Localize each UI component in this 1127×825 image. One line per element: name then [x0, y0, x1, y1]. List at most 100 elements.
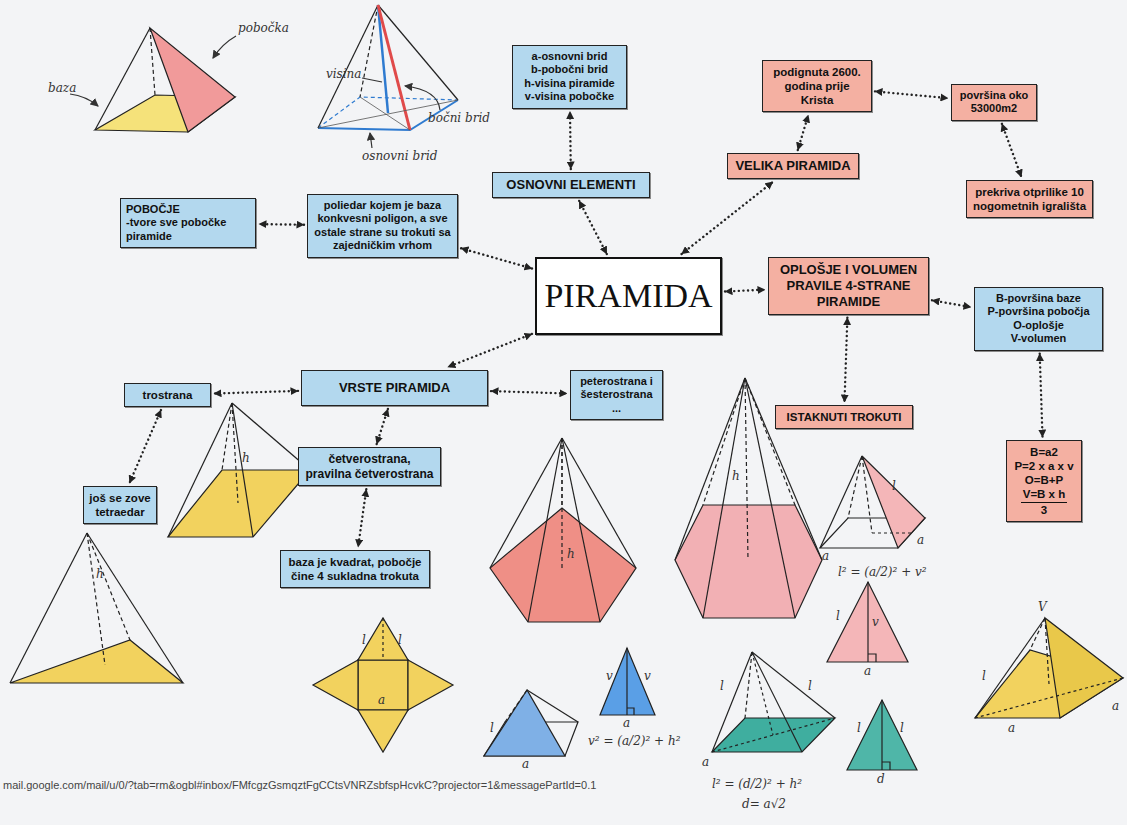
drawing-stroke [1045, 618, 1049, 684]
diagonal-section-triangle [847, 700, 917, 770]
topic-box: VRSTE PIRAMIDA [301, 370, 488, 406]
drawing-stroke [95, 28, 150, 130]
drawing-stroke [528, 438, 562, 622]
annotation-label: l [490, 722, 494, 735]
drawing-stroke [752, 652, 802, 752]
pentagonal-pyramid-sketch [490, 438, 636, 622]
drawing-stroke [1045, 618, 1123, 718]
drawing-stroke [382, 618, 383, 660]
box-text: površina oko 53000m2 [957, 89, 1031, 116]
square-pyramid-sketch [168, 403, 310, 537]
topic-box: OPLOŠJE I VOLUMEN PRAVILE 4-STRANE PIRAM… [768, 257, 929, 315]
annotation-label: l [720, 680, 724, 693]
annotation-label: l [857, 722, 861, 735]
box-text: PIRAMIDA [544, 275, 712, 316]
drawing-stroke [600, 648, 655, 715]
annotation-label: a [1008, 722, 1015, 735]
box-text: prekriva otprilike 10 nogometnih igrališ… [972, 185, 1087, 213]
topic-box: VELIKA PIRAMIDA [727, 153, 859, 179]
drawing-stroke [975, 678, 1123, 718]
annotation-label: v [872, 616, 879, 629]
drawing-stroke [490, 508, 636, 622]
drawing-stroke [745, 652, 752, 718]
box-text: b-pobočni brid [518, 63, 621, 76]
dotted-connector [1040, 354, 1043, 437]
box-text: O-oplošje [980, 319, 1097, 332]
box-text: baza je kvadrat, pobočje čine 4 sukladna… [286, 555, 424, 583]
drawing-stroke [168, 403, 232, 537]
drawing-stroke [358, 710, 408, 752]
topic-box: podignuta 2600. godina prije Krista [762, 60, 872, 112]
yellow-pyramid-sketch [975, 618, 1123, 718]
topic-box: a-osnovni bridb-pobočni bridh-visina pir… [512, 45, 627, 109]
annotation-label: d= a√2 [742, 798, 786, 811]
annotation-label: d [877, 773, 885, 786]
topic-box: OSNOVNI ELEMENTI [492, 172, 650, 198]
central-topic-box: PIRAMIDA [535, 257, 722, 335]
annotation-label: h [732, 470, 740, 483]
box-text: trostrana [130, 388, 205, 402]
dotted-connector [214, 391, 298, 394]
dotted-connector [358, 489, 366, 547]
annotation-label: a [702, 756, 709, 769]
drawing-stroke [213, 36, 236, 58]
drawing-stroke [848, 456, 862, 518]
dotted-connector [461, 248, 532, 268]
annotation-label: a [917, 534, 924, 547]
drawing-stroke [882, 762, 890, 770]
annotation-label: a [378, 694, 385, 707]
annotation-label: l [892, 480, 896, 493]
annotation-label: v [644, 670, 651, 683]
dotted-connector [569, 112, 572, 169]
topic-box: B-površina bazeP-površina pobočjaO-oploš… [974, 287, 1103, 351]
box-text: još se zove tetraedar [89, 491, 151, 519]
drawing-stroke [562, 438, 600, 622]
drawing-stroke [745, 378, 795, 505]
annotation-label: l² = (a/2)² + v² [838, 566, 927, 579]
annotation-label: h [96, 568, 104, 581]
drawing-stroke [150, 28, 235, 132]
dotted-connector [798, 115, 809, 150]
box-text: VRSTE PIRAMIDA [308, 380, 481, 396]
drawing-stroke [675, 378, 745, 560]
annotation-label: pobočka [238, 22, 289, 35]
dotted-connector [130, 410, 162, 483]
dotted-connector [1002, 124, 1022, 177]
topic-box: POBOČJE-tvore sve pobočke piramide [120, 198, 256, 248]
dotted-connector [932, 300, 971, 307]
dotted-connector [725, 290, 765, 292]
drawing-stroke [358, 618, 408, 660]
drawing-stroke [745, 378, 748, 560]
drawing-stroke [232, 403, 238, 503]
drawing-stroke [752, 652, 835, 718]
drawing-stroke [87, 533, 105, 665]
drawing-stroke [360, 97, 410, 130]
annotation-label: a [522, 758, 529, 771]
drawing-stroke [712, 718, 835, 752]
box-text: O=B+P [1012, 473, 1076, 487]
topic-box: trostrana [124, 383, 211, 407]
topic-box: prekriva otprilike 10 nogometnih igrališ… [966, 180, 1093, 218]
blue-triangle-sketch [600, 648, 655, 715]
box-text: B-površina baze [980, 292, 1097, 305]
box-text: peterostrana i šesterostrana ... [576, 375, 657, 415]
topic-box: ISTAKNUTI TROKUTI [775, 405, 913, 429]
drawing-stroke [1030, 618, 1045, 650]
drawing-stroke [626, 648, 627, 715]
box-text: ISTAKNUTI TROKUTI [781, 410, 907, 424]
annotation-label: h [242, 452, 250, 465]
drawing-stroke [150, 28, 155, 95]
drawing-stroke [313, 660, 358, 710]
side-face-triangle [827, 582, 908, 662]
annotation-label: a [864, 665, 871, 678]
drawing-stroke [975, 618, 1045, 718]
box-text: OPLOŠJE I VOLUMEN PRAVILE 4-STRANE PIRAM… [774, 262, 923, 310]
annotation-label: l [836, 610, 840, 623]
box-text: -tvore sve pobočke piramide [126, 216, 250, 243]
drawing-stroke [505, 690, 527, 722]
drawing-stroke [561, 438, 562, 570]
dotted-connector [259, 223, 304, 226]
box-text: V=B x h [1021, 487, 1068, 503]
